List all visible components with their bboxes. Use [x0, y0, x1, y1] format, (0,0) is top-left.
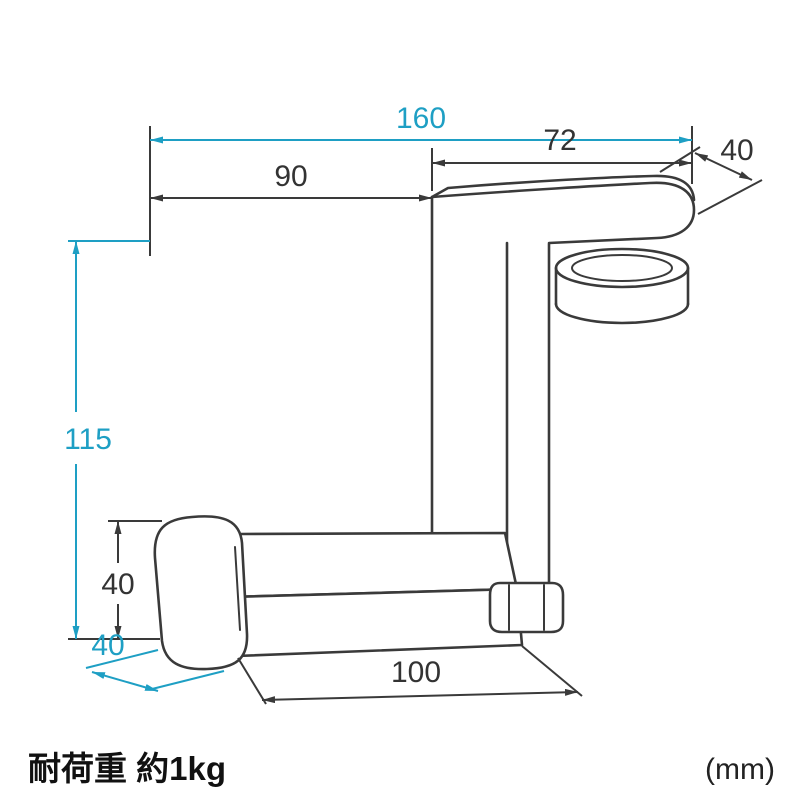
- dimensions-accent: [68, 136, 692, 692]
- arm-silhouette: [430, 181, 696, 245]
- ext-line-base-length-2: [521, 645, 583, 697]
- dim-line-arm-depth: [694, 152, 753, 181]
- ext-line-arm-depth-1: [659, 146, 701, 173]
- screw-knob: [488, 581, 565, 634]
- dim-label-base-depth: 40: [91, 629, 124, 662]
- dim-label-wall-height: 40: [101, 568, 134, 601]
- dimensions-black: [68, 126, 763, 705]
- dim-line-base-depth: [91, 671, 159, 692]
- dim-label-total-width: 160: [396, 102, 446, 135]
- dim-label-hook-offset: 90: [274, 160, 307, 193]
- pad-inner-rim: [571, 254, 673, 282]
- base-tray: [229, 531, 524, 658]
- clamp-arm: [430, 174, 696, 245]
- load-capacity-label: 耐荷重 約1kg: [28, 750, 226, 787]
- wall-inner-edge: [234, 546, 241, 631]
- hook-wall: [153, 515, 249, 671]
- ext-line-arm-depth-2: [697, 179, 763, 215]
- unit-label: (mm): [705, 753, 775, 786]
- tray-top-face: [229, 531, 519, 599]
- product-outline: [153, 174, 696, 671]
- clamp-pad-disc: [554, 247, 690, 325]
- knob-outline: [488, 581, 565, 634]
- dim-label-arm-depth: 40: [720, 134, 753, 167]
- ext-line-base-length-1: [237, 657, 267, 705]
- pad-bottom: [554, 302, 690, 325]
- tray-front-face: [229, 587, 524, 658]
- ext-line-base-depth-1: [85, 649, 159, 669]
- ext-line-base-depth-2: [151, 670, 225, 690]
- dim-label-height: 115: [64, 423, 112, 456]
- dim-label-arm-length: 72: [543, 124, 576, 157]
- dim-label-base-length: 100: [391, 656, 441, 689]
- wall-outline: [153, 515, 249, 671]
- dim-line-base-length: [261, 688, 579, 704]
- arm-top-face-edge: [430, 174, 696, 202]
- clamp-post: [430, 195, 551, 585]
